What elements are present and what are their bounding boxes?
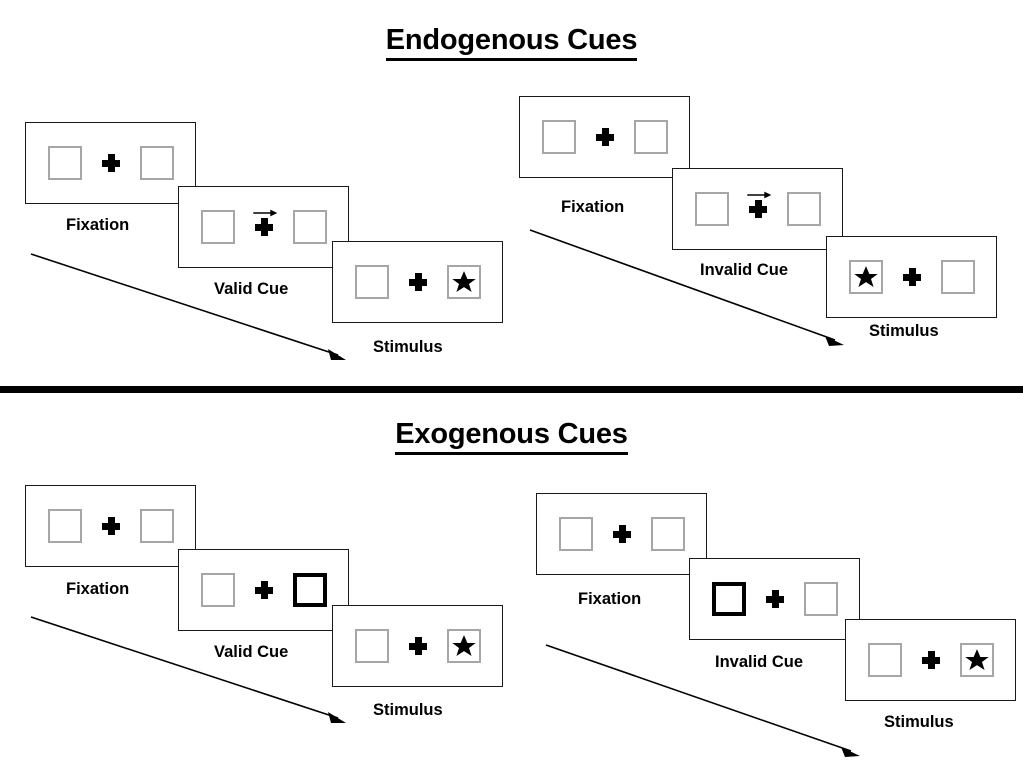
trial-card-exogenous-invalid-stimulus [845, 619, 1016, 701]
black-star-icon [451, 635, 476, 656]
card-inner [558, 517, 685, 551]
plus-cross-icon [101, 153, 121, 173]
stage-label-exogenous-valid-cue: Valid Cue [214, 643, 289, 661]
right-arrow-icon [252, 209, 277, 217]
plus-cross-icon [595, 127, 615, 147]
placeholder-box-left [47, 146, 82, 180]
placeholder-box-left [200, 573, 235, 607]
stage-label-endogenous-invalid-fixation: Fixation [561, 198, 625, 216]
fixation-wrap [98, 509, 124, 543]
stage-label-endogenous-valid-cue: Valid Cue [214, 280, 289, 298]
card-inner [694, 191, 821, 226]
card-inner [541, 120, 668, 154]
trial-card-endogenous-invalid-cue [672, 168, 843, 250]
black-star-icon [451, 271, 476, 292]
fixation-wrap [899, 260, 925, 294]
placeholder-box-right [292, 210, 327, 244]
fixation-wrap [251, 573, 277, 607]
fixation-wrap [762, 582, 788, 616]
section-title-exogenous-text: Exogenous Cues [395, 418, 628, 455]
stage-label-exogenous-invalid-fixation: Fixation [578, 590, 642, 608]
placeholder-box-right [786, 192, 821, 226]
placeholder-box-right [650, 517, 685, 551]
plus-cross-icon [254, 217, 274, 237]
target-box-left [848, 260, 883, 294]
card-inner [47, 146, 174, 180]
placeholder-box-left [694, 192, 729, 226]
section-title-exogenous: Exogenous Cues [0, 418, 1023, 455]
fixation-wrap [405, 629, 431, 663]
fixation-wrap [609, 517, 635, 551]
plus-cross-icon [254, 580, 274, 600]
card-inner [848, 260, 975, 294]
time-arrow-icon-exogenous-invalid [545, 644, 860, 757]
section-title-endogenous: Endogenous Cues [0, 24, 1023, 61]
plus-cross-icon [748, 199, 768, 219]
trial-card-exogenous-invalid-cue [689, 558, 860, 640]
card-inner [711, 582, 838, 616]
fixation-wrap [918, 643, 944, 677]
time-arrow-icon-endogenous-valid [30, 253, 346, 360]
trial-card-endogenous-valid-fixation [25, 122, 196, 204]
fixation-wrap [98, 146, 124, 180]
stage-label-exogenous-valid-fixation: Fixation [66, 580, 130, 598]
cued-box-left [711, 582, 746, 616]
fixation-wrap [745, 191, 771, 226]
time-arrow-icon-exogenous-valid [30, 616, 346, 723]
target-box-right [446, 265, 481, 299]
fixation-wrap [592, 120, 618, 154]
trial-card-exogenous-valid-stimulus [332, 605, 503, 687]
plus-cross-icon [101, 516, 121, 536]
placeholder-box-left [558, 517, 593, 551]
stage-label-endogenous-invalid-stimulus: Stimulus [869, 322, 939, 340]
trial-card-endogenous-invalid-fixation [519, 96, 690, 178]
placeholder-box-right [633, 120, 668, 154]
plus-cross-icon [408, 636, 428, 656]
trial-card-endogenous-valid-cue [178, 186, 349, 268]
cued-box-right [292, 573, 327, 607]
placeholder-box-left [541, 120, 576, 154]
stage-label-exogenous-valid-stimulus: Stimulus [373, 701, 443, 719]
card-inner [354, 265, 481, 299]
time-arrow-icon-endogenous-invalid [529, 229, 844, 346]
stage-label-endogenous-invalid-cue: Invalid Cue [700, 261, 789, 279]
section-divider [0, 386, 1023, 393]
plus-cross-icon [612, 524, 632, 544]
trial-card-exogenous-valid-fixation [25, 485, 196, 567]
placeholder-box-left [354, 629, 389, 663]
fixation-wrap [251, 209, 277, 244]
right-arrow-icon [746, 191, 771, 199]
card-inner [47, 509, 174, 543]
placeholder-box-left [867, 643, 902, 677]
placeholder-box-right [139, 146, 174, 180]
stage-label-exogenous-invalid-cue: Invalid Cue [715, 653, 804, 671]
stage-label-exogenous-invalid-stimulus: Stimulus [884, 713, 954, 731]
plus-cross-icon [902, 267, 922, 287]
trial-card-exogenous-invalid-fixation [536, 493, 707, 575]
plus-cross-icon [921, 650, 941, 670]
placeholder-box-left [354, 265, 389, 299]
stage-label-endogenous-valid-stimulus: Stimulus [373, 338, 443, 356]
card-inner [200, 209, 327, 244]
stage-label-endogenous-valid-fixation: Fixation [66, 216, 130, 234]
fixation-wrap [405, 265, 431, 299]
plus-cross-icon [765, 589, 785, 609]
trial-card-endogenous-invalid-stimulus [826, 236, 997, 318]
black-star-icon [964, 649, 989, 670]
card-inner [354, 629, 481, 663]
plus-cross-icon [408, 272, 428, 292]
trial-card-endogenous-valid-stimulus [332, 241, 503, 323]
placeholder-box-left [200, 210, 235, 244]
section-title-endogenous-text: Endogenous Cues [385, 24, 637, 61]
target-box-right [959, 643, 994, 677]
placeholder-box-right [803, 582, 838, 616]
placeholder-box-right [139, 509, 174, 543]
trial-card-exogenous-valid-cue [178, 549, 349, 631]
card-inner [200, 573, 327, 607]
target-box-right [446, 629, 481, 663]
black-star-icon [853, 266, 878, 287]
placeholder-box-left [47, 509, 82, 543]
card-inner [867, 643, 994, 677]
placeholder-box-right [940, 260, 975, 294]
